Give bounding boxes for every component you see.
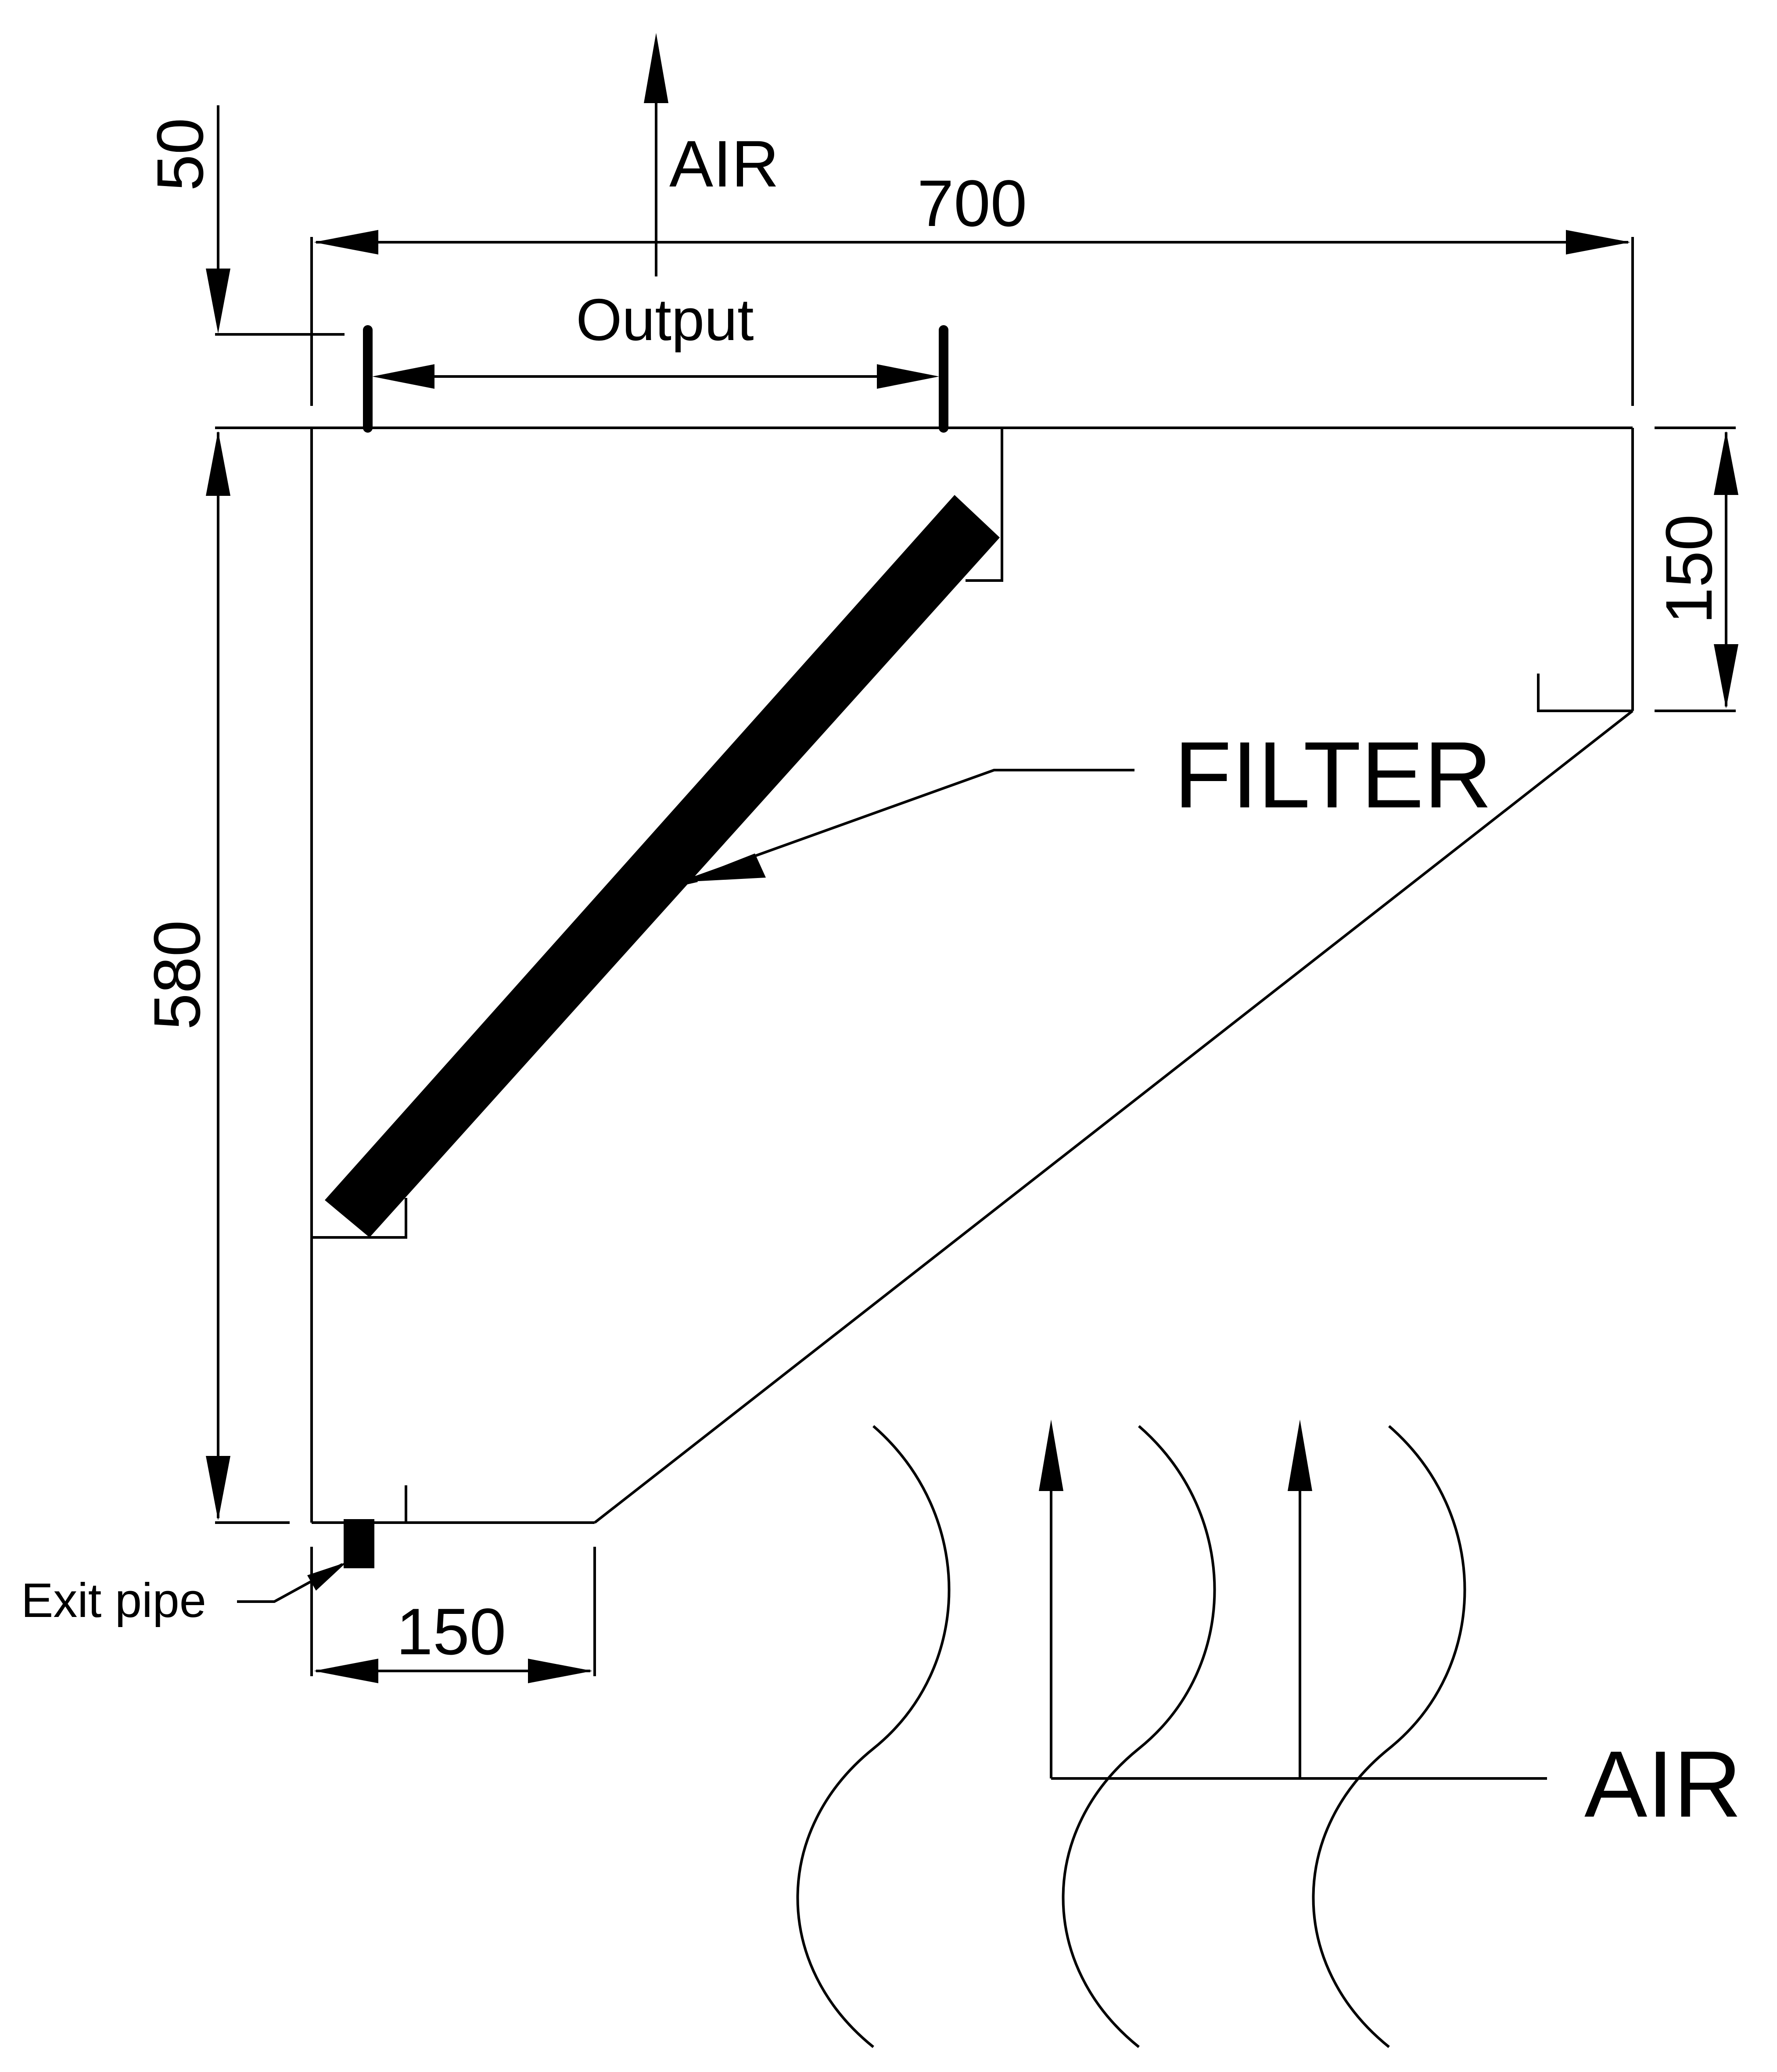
- filter-label: FILTER: [1174, 722, 1492, 828]
- filter-leader-arrowhead: [682, 853, 766, 882]
- filter-leader-line: [682, 769, 1134, 883]
- dim-580-arrow-top: [206, 431, 230, 496]
- air-arrow-2-head: [1288, 1420, 1312, 1491]
- filter-leader: [682, 769, 1134, 885]
- right-corner-mark: [1537, 674, 1633, 712]
- dim-50-arrowhead: [206, 269, 230, 333]
- air-wave-1: [796, 1425, 951, 2048]
- filter: [325, 495, 1000, 1237]
- incoming-air: [796, 1420, 1547, 2048]
- dim-50-label: 50: [143, 118, 217, 191]
- hood-outline: [215, 427, 1634, 1524]
- air-top-label: AIR: [669, 127, 779, 201]
- exit-pipe-block: [344, 1519, 374, 1568]
- exit-pipe-leader-arrow: [307, 1562, 347, 1591]
- output-label: Output: [576, 287, 754, 353]
- dim-150-bottom: [310, 1547, 596, 1683]
- dim-700: [310, 230, 1634, 406]
- dim-150r-arrow-bottom: [1714, 644, 1738, 709]
- air-outlet-arrowhead: [644, 33, 668, 103]
- dim-150-right: [1655, 427, 1738, 712]
- dim-580-arrow-bottom: [206, 1456, 230, 1520]
- output-arrow-right: [877, 364, 939, 389]
- dim-150-bottom-label: 150: [396, 1595, 506, 1668]
- dim-580-label: 580: [140, 920, 214, 1030]
- dim-150b-arrow-left: [314, 1659, 378, 1683]
- dim-150b-arrow-right: [528, 1659, 592, 1683]
- dim-50: [206, 105, 345, 336]
- air-arrow-1-head: [1039, 1420, 1063, 1491]
- exit-pipe: [237, 1519, 374, 1603]
- exit-pipe-label: Exit pipe: [21, 1574, 206, 1627]
- dim-580: [206, 431, 290, 1524]
- filter-bar: [325, 495, 1000, 1237]
- output-arrow-left: [372, 364, 434, 389]
- dim-700-arrow-right: [1566, 230, 1630, 255]
- dim-700-label: 700: [917, 166, 1027, 240]
- dim-150-right-label: 150: [1652, 514, 1726, 624]
- hood-sloped-face: [594, 710, 1633, 1524]
- dim-150r-arrow-top: [1714, 431, 1738, 495]
- filter-bracket-top: [966, 428, 1003, 582]
- air-outlet-arrow: [644, 33, 668, 276]
- air-bottom-label: AIR: [1584, 1731, 1741, 1837]
- dim-700-arrow-left: [314, 230, 378, 255]
- air-wave-2: [1062, 1425, 1216, 2048]
- air-wave-3: [1312, 1425, 1466, 2048]
- filter-bracket-bottom: [312, 1198, 407, 1239]
- output-opening: [363, 325, 948, 433]
